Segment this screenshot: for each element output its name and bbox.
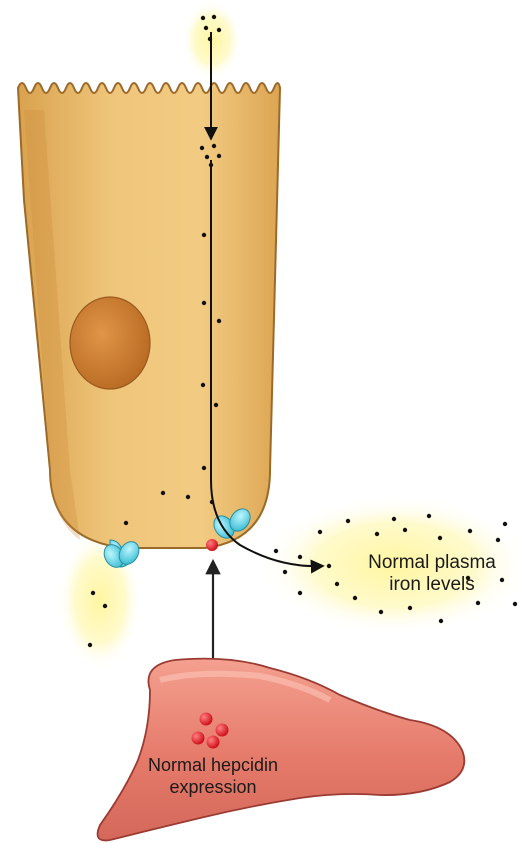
- hepcidin-dot: [200, 713, 213, 726]
- hepcidin-label-line1: Normal hepcidin: [148, 755, 278, 775]
- hepcidin-dot: [207, 736, 220, 749]
- hepcidin-dot: [192, 732, 205, 745]
- hepcidin-dot: [206, 539, 218, 551]
- hepcidin-dot: [216, 724, 229, 737]
- plasma-iron-label-line2: iron levels: [389, 574, 475, 595]
- cell-nucleus: [70, 297, 150, 389]
- liver: [98, 659, 465, 841]
- plasma-iron-label-line1: Normal plasma: [368, 552, 496, 573]
- hepcidin-label-line2: expression: [169, 777, 256, 797]
